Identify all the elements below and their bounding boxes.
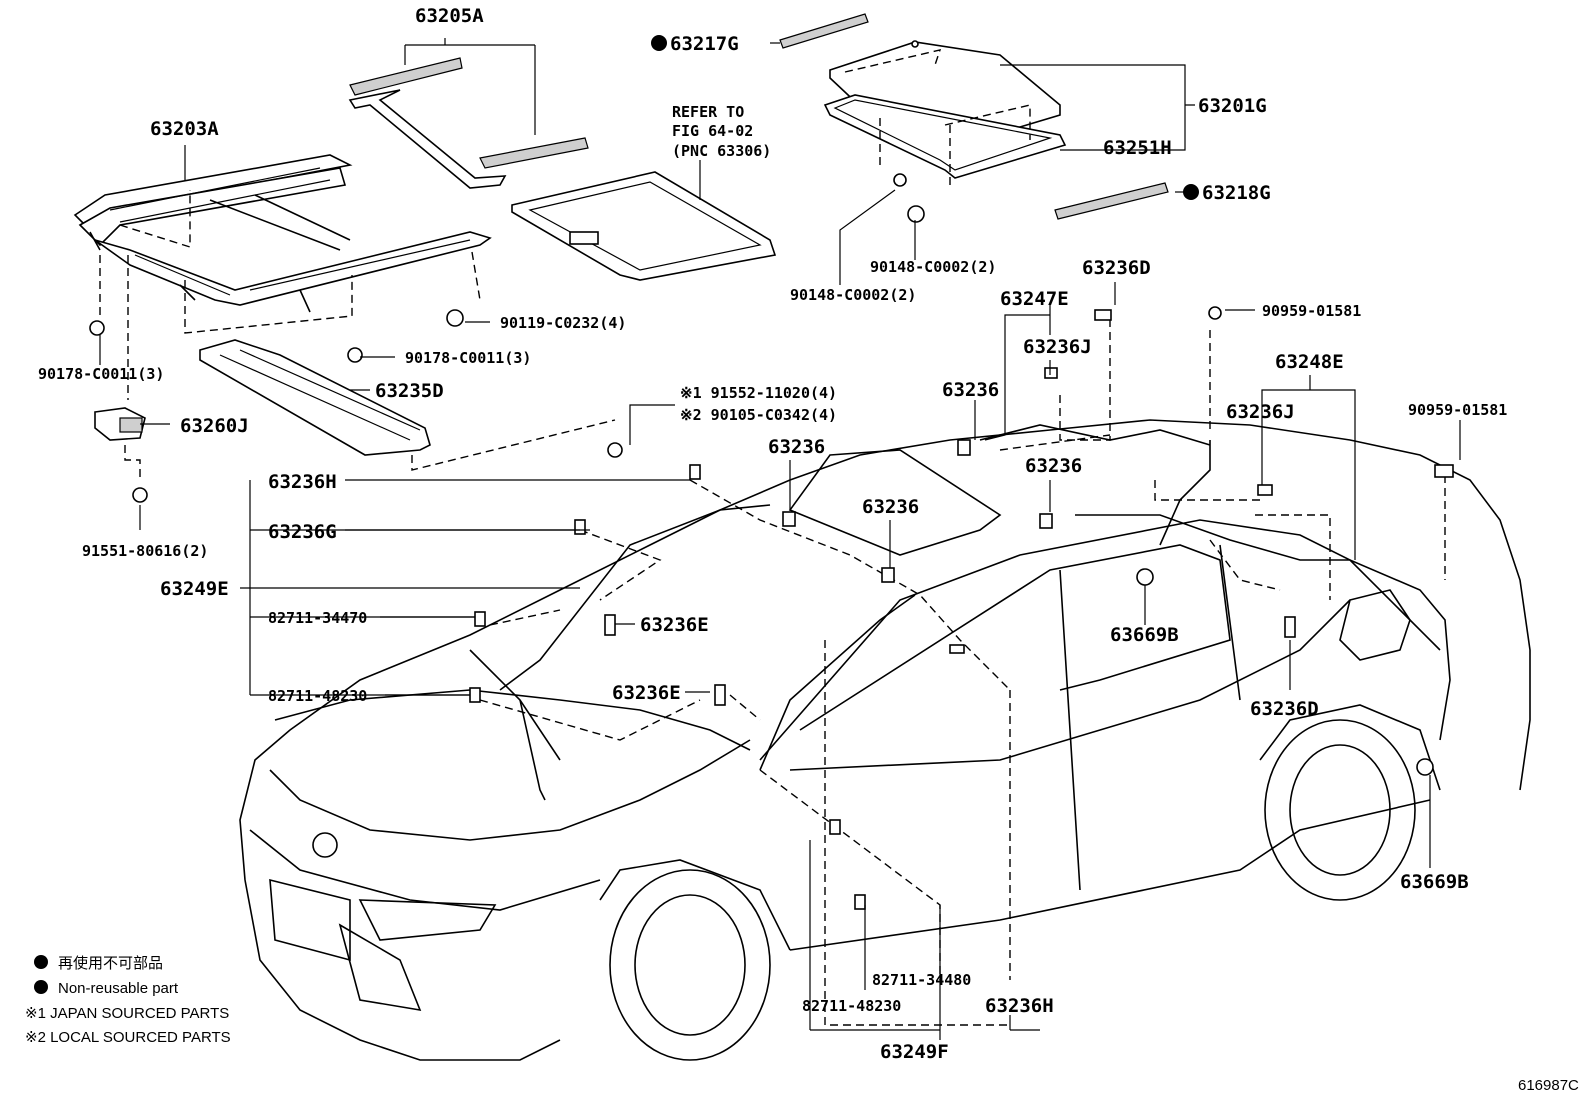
leader-lines — [99, 38, 1461, 1040]
non-reusable-dot — [651, 35, 667, 51]
label-90148-b: 90148-C0002(2) — [790, 286, 916, 304]
label-82711-34480: 82711-34480 — [872, 971, 971, 989]
legend-dot-jp — [34, 955, 48, 969]
note-1-part: ※1 91552-11020(4) — [680, 384, 837, 402]
label-63249F: 63249F — [880, 1041, 949, 1063]
label-63236H-a: 63236H — [268, 471, 337, 493]
label-63236E-a: 63236E — [640, 614, 709, 636]
label-63235D: 63235D — [375, 380, 444, 402]
label-63236H-b: 63236H — [985, 995, 1054, 1017]
label-63669B-a: 63669B — [1110, 624, 1179, 646]
clip-markers — [469, 306, 1454, 910]
label-90119: 90119-C0232(4) — [500, 314, 626, 332]
refer-line-2: FIG 64-02 — [672, 122, 753, 140]
legend-dot-en — [34, 980, 48, 994]
sunroof-glass — [779, 13, 1169, 223]
sunroof-seal-parts — [348, 57, 589, 189]
sunroof-drain-bracket — [199, 339, 616, 471]
refer-line-3: (PNC 63306) — [672, 142, 771, 160]
figure-id: 616987C — [1518, 1077, 1579, 1094]
sunroof-motor — [89, 309, 623, 503]
label-82711-48230-a: 82711-48230 — [268, 687, 367, 705]
label-91551: 91551-80616(2) — [82, 542, 208, 560]
label-63236-b: 63236 — [768, 436, 825, 458]
label-82711-48230-b: 82711-48230 — [802, 997, 901, 1015]
label-63236J-a: 63236J — [1023, 336, 1092, 358]
legend-en: Non-reusable part — [58, 980, 179, 997]
label-63236E-b: 63236E — [612, 682, 681, 704]
legend-note-2: ※2 LOCAL SOURCED PARTS — [25, 1029, 231, 1046]
sunshade-panel — [511, 171, 777, 281]
label-63236D-b: 63236D — [1250, 698, 1319, 720]
refer-line-1: REFER TO — [672, 103, 744, 121]
legend-note-1: ※1 JAPAN SOURCED PARTS — [25, 1005, 229, 1022]
part-labels: 63205A 63203A 63217G 63201G 63251H 63218… — [38, 5, 1507, 1063]
label-63236-a: 63236 — [942, 379, 999, 401]
label-63236-d: 63236 — [862, 496, 919, 518]
label-63236G: 63236G — [268, 521, 337, 543]
car-body-outline — [239, 320, 1531, 1061]
label-63669B-b: 63669B — [1400, 871, 1469, 893]
sunroof-housing-frame — [73, 154, 492, 400]
legend-jp: 再使用不可部品 — [58, 955, 163, 972]
legend: 再使用不可部品 Non-reusable part ※1 JAPAN SOURC… — [25, 955, 231, 1046]
label-90178-a: 90178-C0011(3) — [38, 365, 164, 383]
note-2-part: ※2 90105-C0342(4) — [680, 406, 837, 424]
label-63236D-top: 63236D — [1082, 257, 1151, 279]
label-63247E: 63247E — [1000, 288, 1069, 310]
label-90178-b: 90178-C0011(3) — [405, 349, 531, 367]
label-63248E: 63248E — [1275, 351, 1344, 373]
label-63218G: 63218G — [1202, 182, 1271, 204]
label-63205A: 63205A — [415, 5, 484, 27]
non-reusable-dot — [1183, 184, 1199, 200]
label-63249E: 63249E — [160, 578, 229, 600]
label-82711-34470: 82711-34470 — [268, 609, 367, 627]
label-90148-a: 90148-C0002(2) — [870, 258, 996, 276]
label-63236J-b: 63236J — [1226, 401, 1295, 423]
label-63260J: 63260J — [180, 415, 249, 437]
label-90959-a: 90959-01581 — [1262, 302, 1361, 320]
label-63236-c: 63236 — [1025, 455, 1082, 477]
label-63201G: 63201G — [1198, 95, 1267, 117]
label-63217G: 63217G — [670, 33, 739, 55]
label-63203A: 63203A — [150, 118, 219, 140]
label-63251H: 63251H — [1103, 137, 1172, 159]
label-90959-b: 90959-01581 — [1408, 401, 1507, 419]
